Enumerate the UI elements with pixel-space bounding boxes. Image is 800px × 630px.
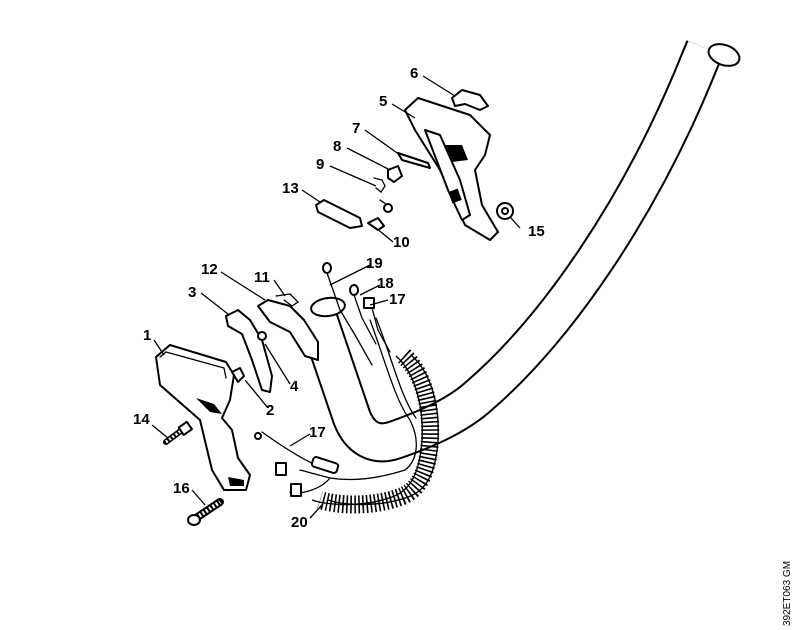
part-label-2: 2 xyxy=(266,402,274,419)
diagram-code-text: 392ET063 GM xyxy=(782,560,793,626)
handle-screw-long xyxy=(187,498,224,526)
part-label-4: 4 xyxy=(290,378,299,395)
part-label-13: 13 xyxy=(282,180,299,197)
part-label-15: 15 xyxy=(528,223,545,240)
part-label-1: 1 xyxy=(143,327,151,344)
part-label-5: 5 xyxy=(379,93,387,110)
coiled-cable xyxy=(311,349,440,514)
spring-coil xyxy=(383,203,393,213)
spring-clip xyxy=(397,152,431,169)
small-screw xyxy=(367,217,385,231)
part-label-17b: 17 xyxy=(309,424,326,441)
control-handle-housing xyxy=(404,97,499,241)
part-label-14: 14 xyxy=(133,411,150,428)
lock-button xyxy=(387,165,403,183)
leader-lines xyxy=(151,75,521,519)
cable-terminals xyxy=(254,262,391,497)
throttle-lever xyxy=(225,309,273,393)
part-label-12: 12 xyxy=(201,261,218,278)
part-label-11: 11 xyxy=(254,269,270,286)
handlebar-tube xyxy=(299,40,741,463)
retaining-clip xyxy=(231,367,245,383)
hex-nut xyxy=(496,202,514,220)
pivot-pin xyxy=(257,331,267,341)
part-labels: 6 5 7 8 9 13 10 15 12 11 3 19 18 17 1 4 … xyxy=(133,65,545,531)
leg-spring xyxy=(275,293,300,307)
part-label-9: 9 xyxy=(316,156,324,173)
part-label-10: 10 xyxy=(393,234,410,251)
part-label-8: 8 xyxy=(333,138,341,155)
throttle-trigger-lower xyxy=(257,299,319,361)
part-label-18: 18 xyxy=(377,275,394,292)
part-label-3: 3 xyxy=(188,284,196,301)
part-label-17a: 17 xyxy=(389,291,406,308)
throttle-trigger xyxy=(451,89,489,111)
part-label-7: 7 xyxy=(352,120,360,137)
part-label-6: 6 xyxy=(410,65,418,82)
diagram-code: 392ET063 GM xyxy=(778,560,798,630)
cover-strip xyxy=(315,199,363,229)
part-label-20: 20 xyxy=(291,514,308,531)
handle-screw-short xyxy=(163,420,193,445)
rear-handle xyxy=(155,344,251,491)
part-label-16: 16 xyxy=(173,480,190,497)
part-label-19: 19 xyxy=(366,255,383,272)
cable-harness xyxy=(261,317,417,494)
